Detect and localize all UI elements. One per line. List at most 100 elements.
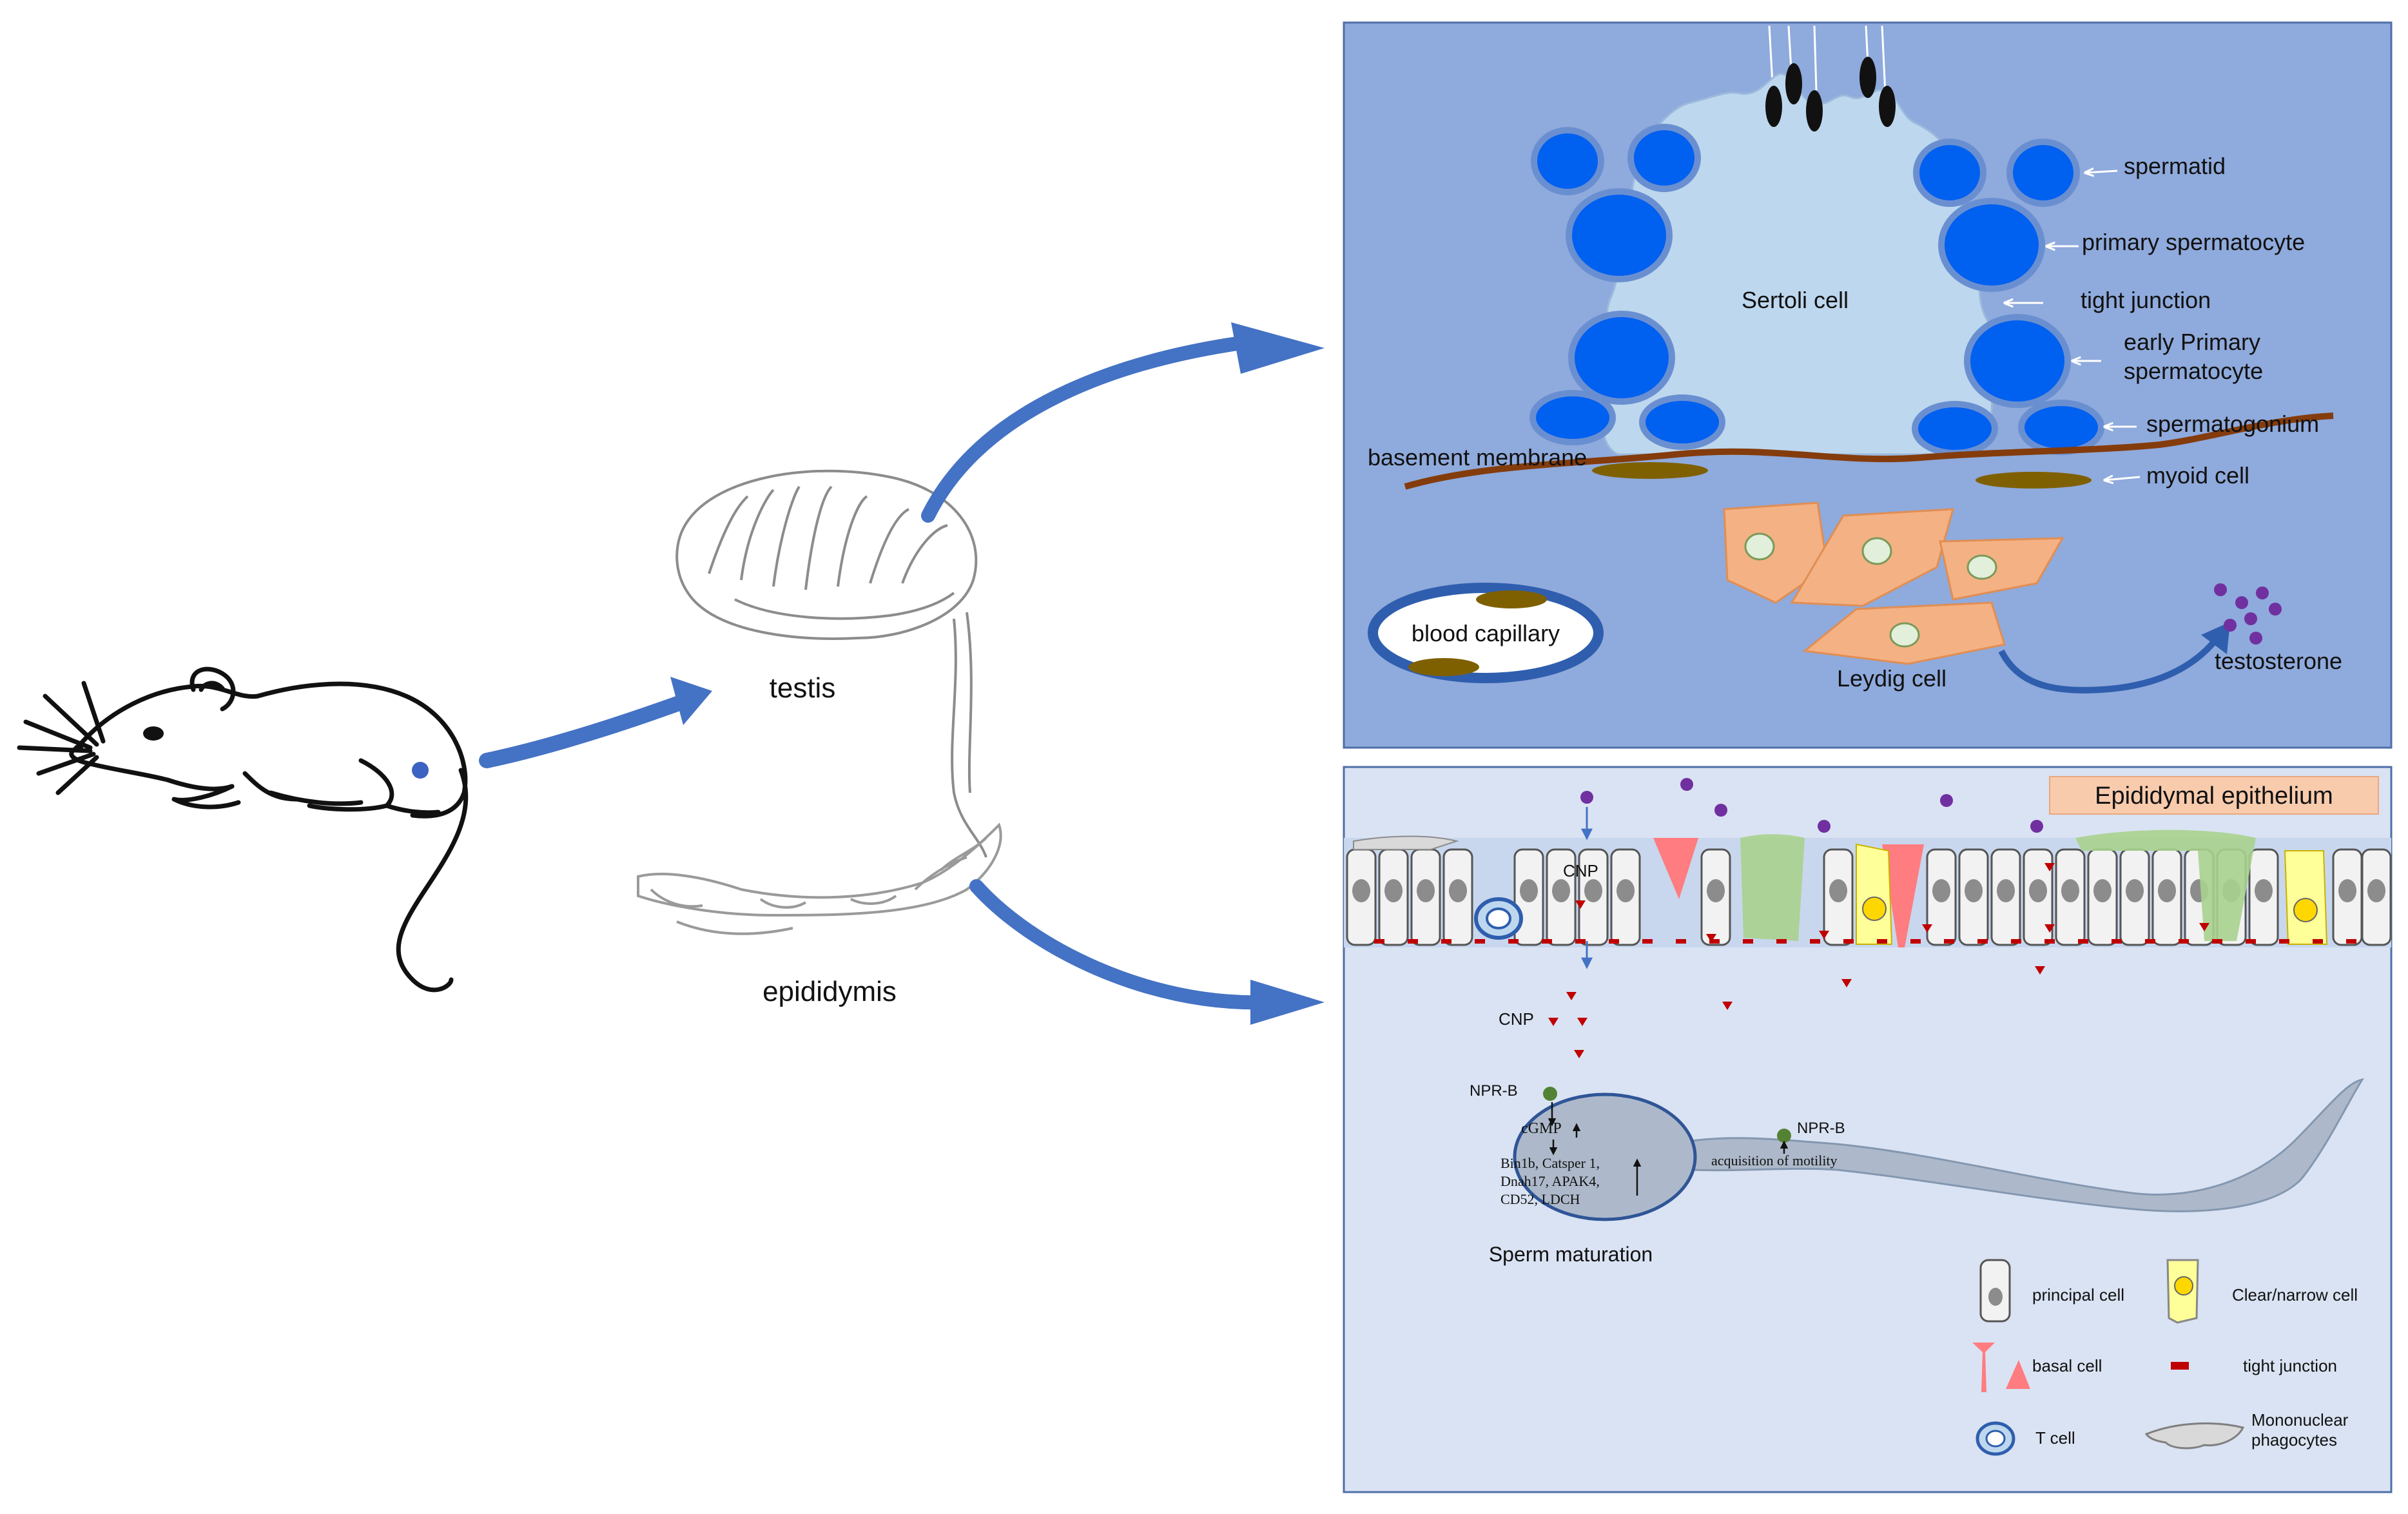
clear-cell-1 [1856, 843, 1893, 945]
signaling-arrows [1548, 1102, 1789, 1196]
tight-junction-mark [1374, 939, 1384, 944]
legend-basal-icon-1 [1972, 1343, 1995, 1392]
myoid-cell-left [1592, 462, 1708, 479]
legend-phagocyte-icon [2144, 1422, 2245, 1450]
cnp-marker [2044, 863, 2055, 871]
tight-junction-mark [2313, 939, 2323, 944]
cnp-marker [1574, 1050, 1584, 1058]
principal-cell-nucleus [2126, 879, 2144, 902]
legend-phagocyte-label-1: Mononuclear [2251, 1410, 2349, 1430]
principal-cell-nucleus [1520, 879, 1538, 902]
tight-junction-mark [1475, 939, 1485, 944]
tight-junction-mark [2179, 939, 2189, 944]
legend-clear-label: Clear/narrow cell [2232, 1285, 2358, 1305]
mouse-illustration [17, 666, 469, 993]
sperm-maturation-label: Sperm maturation [1489, 1243, 1653, 1266]
principal-cell-nucleus [1965, 879, 1983, 902]
leydig-nuclei [1744, 532, 1997, 648]
epithelium-title-box [2049, 776, 2379, 815]
principal-cell-nucleus [2338, 879, 2356, 902]
myoid-cell-right [1976, 472, 2092, 489]
principal-cell-nucleus [2093, 879, 2112, 902]
capillary-myoid-bottom [1408, 658, 1479, 676]
tight-junction-mark [1810, 939, 1820, 944]
testosterone-arrow-head [2201, 622, 2230, 654]
tight-junctions [1374, 939, 2356, 944]
sperm-head [1513, 1092, 1697, 1221]
basement-membrane-line [1404, 412, 2334, 490]
tight-junction-mark [1944, 939, 1954, 944]
phagocyte-1 [1740, 834, 1805, 941]
principal-cell-nucleus [1384, 879, 1403, 902]
tight-junction-mark [2346, 939, 2356, 944]
cnp-label-mid: CNP [1499, 1009, 1534, 1029]
tight-junction-mark [1709, 939, 1720, 944]
secreted-dots [1580, 778, 2043, 833]
principal-cell-nucleus [2029, 879, 2047, 902]
principal-cell-nucleus [1829, 879, 1847, 902]
germ-cells-left [1529, 124, 1725, 450]
legend-tight-junction-label: tight junction [2243, 1356, 2337, 1375]
clear-cell-1-nucleus [1862, 897, 1887, 921]
tight-junction-mark [2279, 939, 2289, 944]
principal-cell-nucleus [1449, 879, 1467, 902]
cnp-marker [1577, 1018, 1588, 1026]
npr-b-head-label: NPR-B [1470, 1082, 1518, 1100]
tight-junction-mark [1910, 939, 1921, 944]
testosterone-arrow [1998, 636, 2220, 694]
tight-junction-mark [1609, 939, 1619, 944]
t-cell-nucleus [1486, 907, 1511, 929]
genes-line-1: Bin1b, Catsper 1, [1500, 1155, 1600, 1171]
cnp-marker [1722, 1002, 1733, 1010]
phagocyte-grey [1353, 835, 1459, 850]
tight-junction-mark [2011, 939, 2021, 944]
tight-junction-mark [1776, 939, 1787, 944]
arrow-epididymis-to-panel [969, 879, 1270, 1010]
sperm-tail [1691, 1078, 2365, 1212]
principal-cell-nucleus [1997, 879, 2015, 902]
tight-junction-mark [2078, 939, 2088, 944]
tight-junction-mark [2246, 939, 2256, 944]
principal-cell-nucleus [1707, 879, 1725, 902]
clear-cell-2-nucleus [2293, 898, 2318, 922]
cnp-markers [1548, 863, 2209, 1058]
epithelium-title: Epididymal epithelium [2095, 782, 2333, 810]
legend-basal-icon-2 [2006, 1360, 2030, 1389]
testosterone-label: testosterone [2215, 648, 2342, 674]
testis-location-dot [412, 762, 429, 779]
testis-labels: Sertoli cell spermatid primary spermatoc… [1368, 153, 2342, 692]
tight-junction-mark [1542, 939, 1552, 944]
legend-principal-label: principal cell [2032, 1285, 2124, 1305]
tight-junction-mark [1575, 939, 1586, 944]
principal-cell-nucleus [1617, 879, 1635, 902]
spermatid-heads [1765, 57, 1896, 131]
phagocyte-2 [2075, 830, 2256, 941]
tight-junction-mark [1743, 939, 1753, 944]
label-leaders [2005, 171, 2141, 480]
legend-basal-label: basal cell [2032, 1356, 2102, 1375]
cnp-marker [1575, 900, 1586, 909]
tight-junction-mark [1877, 939, 1887, 944]
cnp-marker [2035, 966, 2045, 975]
arrow-mouse-to-testis-head [670, 677, 712, 725]
testis-sketch [675, 469, 987, 858]
cnp-marker [2199, 923, 2209, 931]
spermatogonium-label: spermatogonium [2146, 411, 2319, 437]
cnp-marker [1548, 1018, 1558, 1026]
principal-cell-nucleus [1352, 879, 1370, 902]
cnp-marker [1566, 992, 1577, 1000]
tight-junction-mark [2145, 939, 2155, 944]
clear-cell-2 [2284, 850, 2328, 945]
principal-cell-nucleus [1584, 879, 1602, 902]
leydig-cell-label: Leydig cell [1837, 665, 1947, 692]
legend-t-cell-label: T cell [2035, 1428, 2075, 1448]
sperm-tails [1768, 25, 1887, 94]
npr-b-tail-label: NPR-B [1797, 1120, 1845, 1137]
cnp-marker [1841, 979, 1852, 987]
arrow-epididymis-to-panel-head [1250, 980, 1325, 1025]
testosterone-dots [2214, 583, 2282, 645]
testis-label: testis [770, 672, 836, 704]
cnp-marker [1922, 924, 1932, 933]
